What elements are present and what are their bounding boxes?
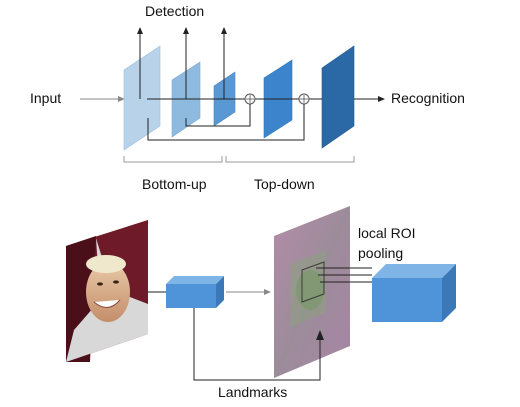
skip-connection-2: [147, 104, 305, 141]
feature-slab-5: [321, 45, 355, 149]
detection-label: Detection: [145, 3, 204, 19]
feature-slab-1: [123, 45, 161, 151]
landmarks-arrowhead: [316, 330, 324, 340]
pooled-feature-box: [372, 264, 456, 322]
backbone-box: [166, 276, 224, 308]
landmarks-path: [193, 308, 321, 381]
landmarks-label: Landmarks: [218, 384, 287, 400]
bottom-pipeline-diagram: local ROI pooling Landmarks: [66, 206, 456, 400]
recognition-label: Recognition: [391, 90, 465, 106]
face-photo: [66, 220, 148, 362]
top-network-diagram: Detection Input Recognition: [30, 3, 465, 192]
top-down-bracket: [225, 156, 355, 163]
pooling-label-line2: pooling: [358, 245, 403, 261]
feature-map-image: [274, 206, 350, 378]
top-down-label: Top-down: [254, 176, 315, 192]
bottom-up-bracket: [123, 156, 223, 163]
bottom-up-label: Bottom-up: [142, 176, 207, 192]
pooling-label-line1: local ROI: [358, 225, 416, 241]
skip-connection-1: [185, 104, 251, 127]
input-label: Input: [30, 90, 61, 106]
